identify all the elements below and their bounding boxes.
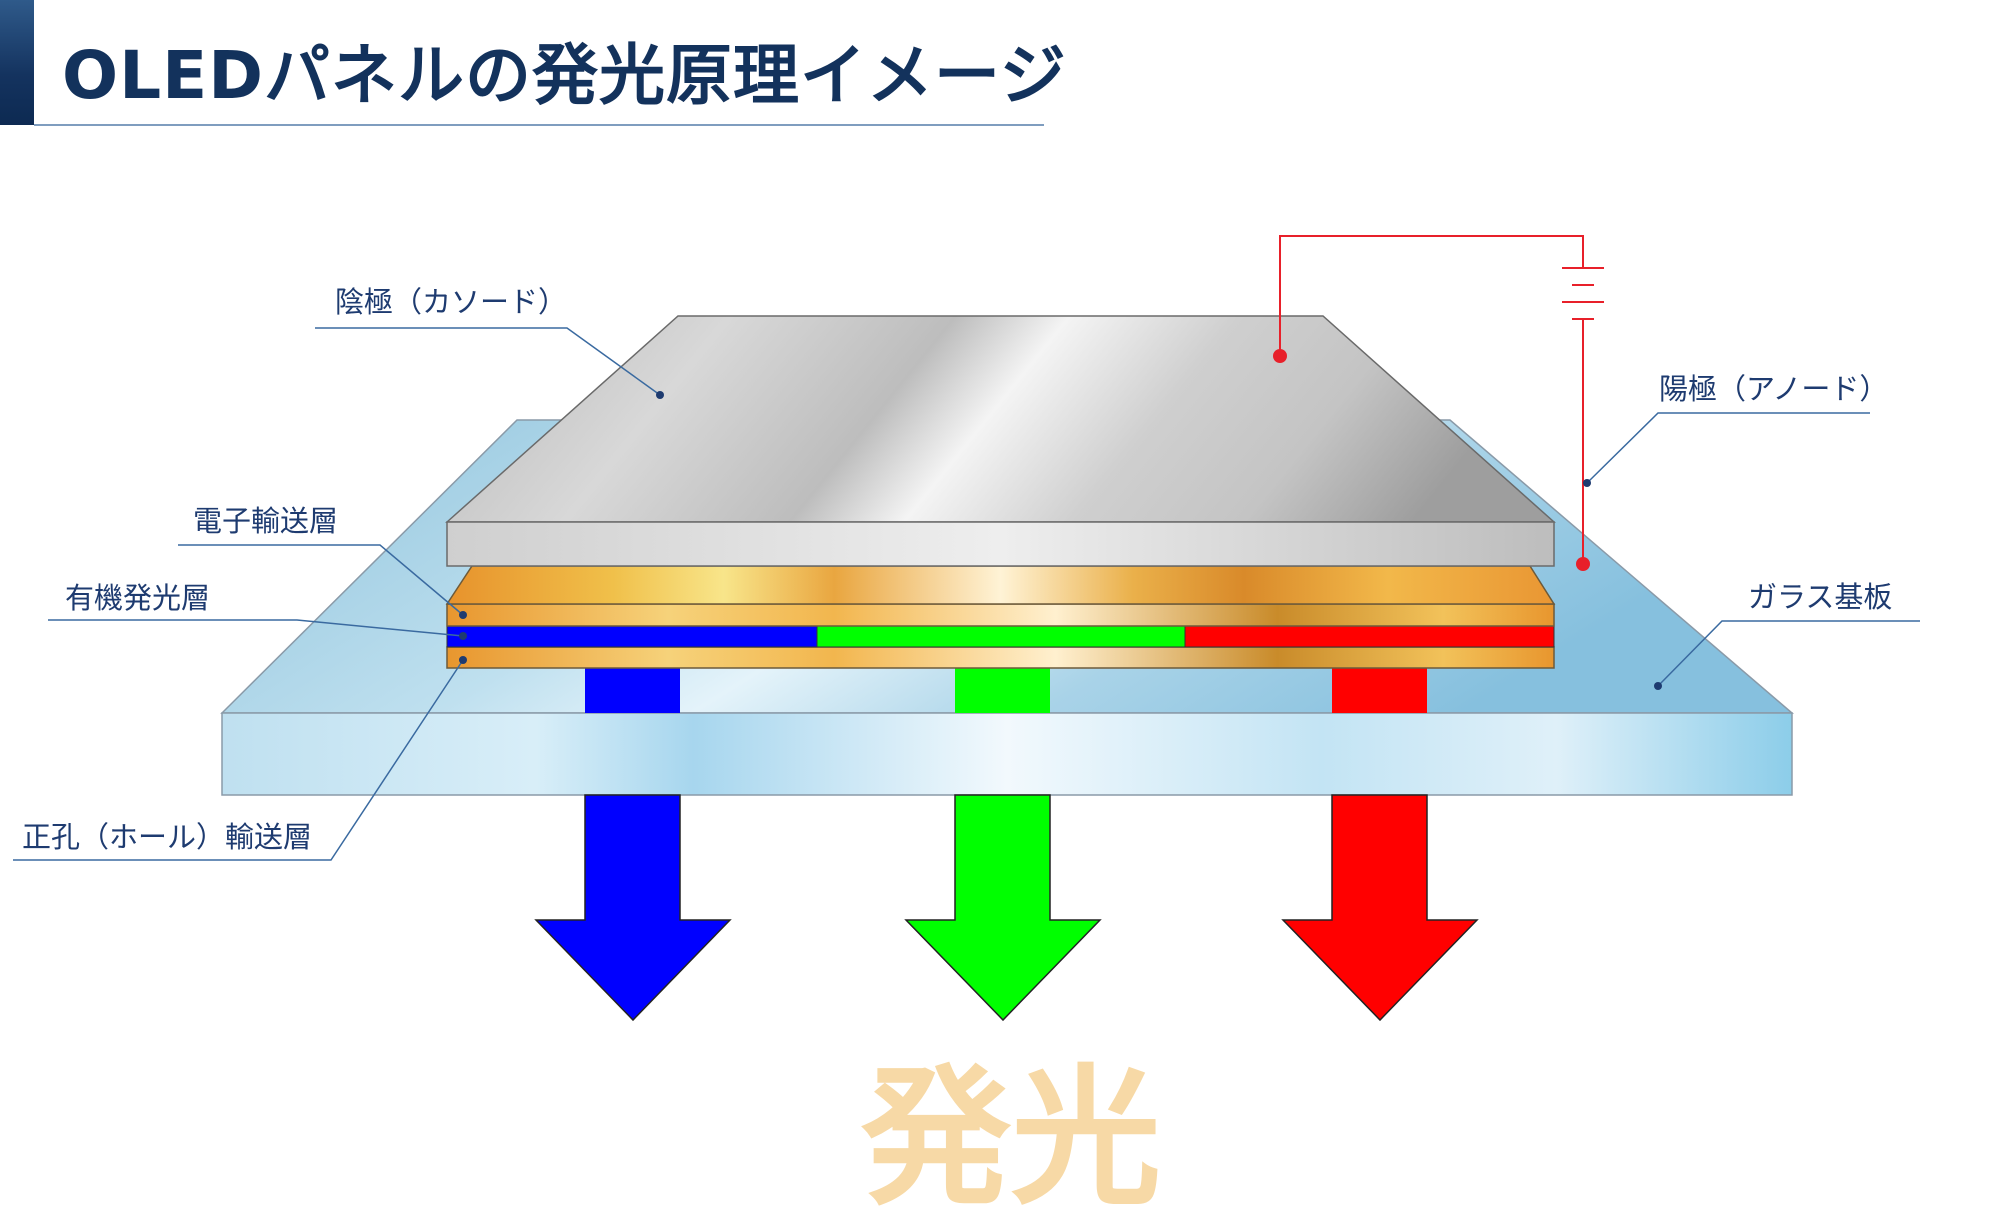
hole-transport-leader-dot — [459, 656, 467, 664]
anode-contact-dot — [1576, 557, 1590, 571]
glass-substrate-front — [221, 712, 1793, 796]
cathode-contact-dot — [1273, 349, 1287, 363]
blue-light-column — [585, 668, 680, 713]
electron-transport-top — [445, 565, 1556, 605]
red-light-arrow — [1281, 794, 1479, 1022]
red-light-column — [1332, 668, 1427, 713]
emissive-leader-line — [48, 619, 464, 637]
electron-transport-leader-dot — [459, 611, 467, 619]
emissive-layer-green — [816, 625, 1186, 648]
emissive-layer-label: 有機発光層 — [65, 581, 210, 615]
emissive-layer-blue — [446, 625, 818, 648]
blue-light-arrow — [534, 794, 732, 1022]
glass-substrate-label: ガラス基板 — [1748, 580, 1892, 614]
hole-transport-leader-line — [13, 659, 464, 861]
title-underline — [34, 124, 1044, 126]
anode-leader-line — [1586, 412, 1870, 484]
electron-transport-label: 電子輸送層 — [193, 504, 338, 538]
cathode-label: 陰極（カソード） — [335, 285, 567, 319]
green-light-arrow — [904, 794, 1102, 1022]
cathode-leader-dot — [656, 391, 664, 399]
hole-transport-label: 正孔（ホール）輸送層 — [22, 820, 312, 854]
power-circuit — [1279, 235, 1604, 562]
glass-leader-line — [1657, 620, 1920, 687]
anode-leader-dot — [1583, 479, 1591, 487]
cathode-front — [446, 521, 1555, 567]
electron-transport-leader-line — [178, 544, 464, 616]
emission-text: 発光 — [861, 1052, 1161, 1218]
green-light-column — [955, 668, 1050, 713]
anode-label: 陽極（アノード） — [1659, 372, 1888, 406]
hole-transport-layer — [446, 646, 1555, 669]
cathode-leader-line — [315, 327, 661, 396]
glass-leader-dot — [1654, 682, 1662, 690]
emissive-leader-dot — [459, 632, 467, 640]
title-accent-bar — [0, 0, 34, 125]
cathode-top — [445, 315, 1556, 523]
emissive-layer-red — [1184, 625, 1555, 648]
electron-transport-layer — [446, 603, 1555, 627]
page-title: OLEDパネルの発光原理イメージ — [62, 37, 1067, 114]
